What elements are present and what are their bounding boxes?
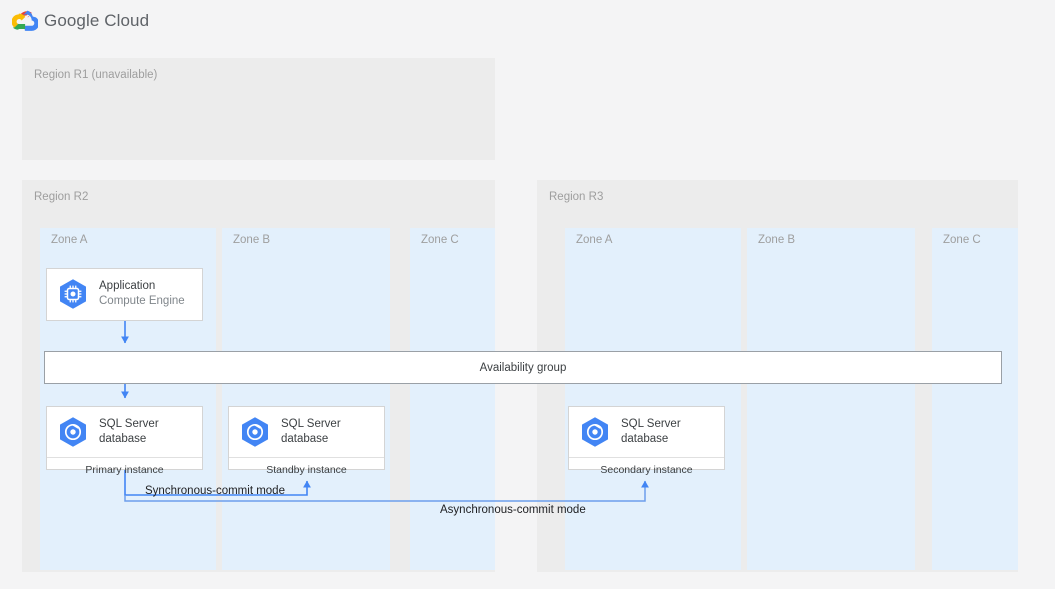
zone-r3-b: Zone B (747, 228, 915, 570)
zone-r3-c: Zone C (932, 228, 1018, 570)
zone-r3-a-label: Zone A (576, 234, 613, 246)
availability-group-bar: Availability group (44, 351, 1002, 384)
region-r3-label: Region R3 (549, 191, 604, 203)
zone-r2-c-label: Zone C (421, 234, 459, 246)
zone-r3-b-label: Zone B (758, 234, 796, 246)
db-secondary-title-line1: SQL Server (621, 418, 681, 431)
zone-r2-c: Zone C (410, 228, 495, 570)
db-standby-role: Standby instance (229, 457, 384, 481)
application-subtitle: Compute Engine (99, 295, 185, 307)
zone-r2-a-label: Zone A (51, 234, 88, 246)
sql-server-standby-card[interactable]: SQL Server database Standby instance (228, 406, 385, 476)
db-primary-title-line2: database (99, 433, 147, 445)
db-secondary-title-line2: database (621, 433, 669, 445)
region-r1-container: Region R1 (unavailable) (22, 58, 495, 160)
sql-server-database-icon (238, 415, 272, 449)
sync-commit-mode-label: Synchronous-commit mode (145, 485, 285, 497)
region-r2-label: Region R2 (34, 191, 89, 203)
sql-server-primary-card[interactable]: SQL Server database Primary instance (46, 406, 203, 476)
db-primary-role: Primary instance (47, 457, 202, 481)
page-header: Google Cloud (0, 0, 1055, 45)
sql-server-secondary-card[interactable]: SQL Server database Secondary instance (568, 406, 725, 476)
google-cloud-logo-icon (12, 10, 38, 31)
zone-r2-b-label: Zone B (233, 234, 271, 246)
availability-group-label: Availability group (479, 361, 567, 374)
zone-r3-c-label: Zone C (943, 234, 981, 246)
sql-server-database-icon (578, 415, 612, 449)
sql-server-database-icon (56, 415, 90, 449)
db-primary-title-line1: SQL Server (99, 418, 159, 431)
zone-r2-b: Zone B (222, 228, 390, 570)
application-title: Application (99, 280, 156, 293)
async-commit-mode-label: Asynchronous-commit mode (440, 504, 586, 516)
application-card[interactable]: Application Compute Engine (46, 268, 203, 321)
db-standby-title-line2: database (281, 433, 329, 445)
compute-engine-icon (56, 277, 90, 311)
db-secondary-role: Secondary instance (569, 457, 724, 481)
google-cloud-wordmark: Google Cloud (44, 11, 150, 30)
db-standby-title-line1: SQL Server (281, 418, 341, 431)
zone-r3-a: Zone A (565, 228, 741, 570)
region-r1-label: Region R1 (unavailable) (34, 69, 158, 81)
